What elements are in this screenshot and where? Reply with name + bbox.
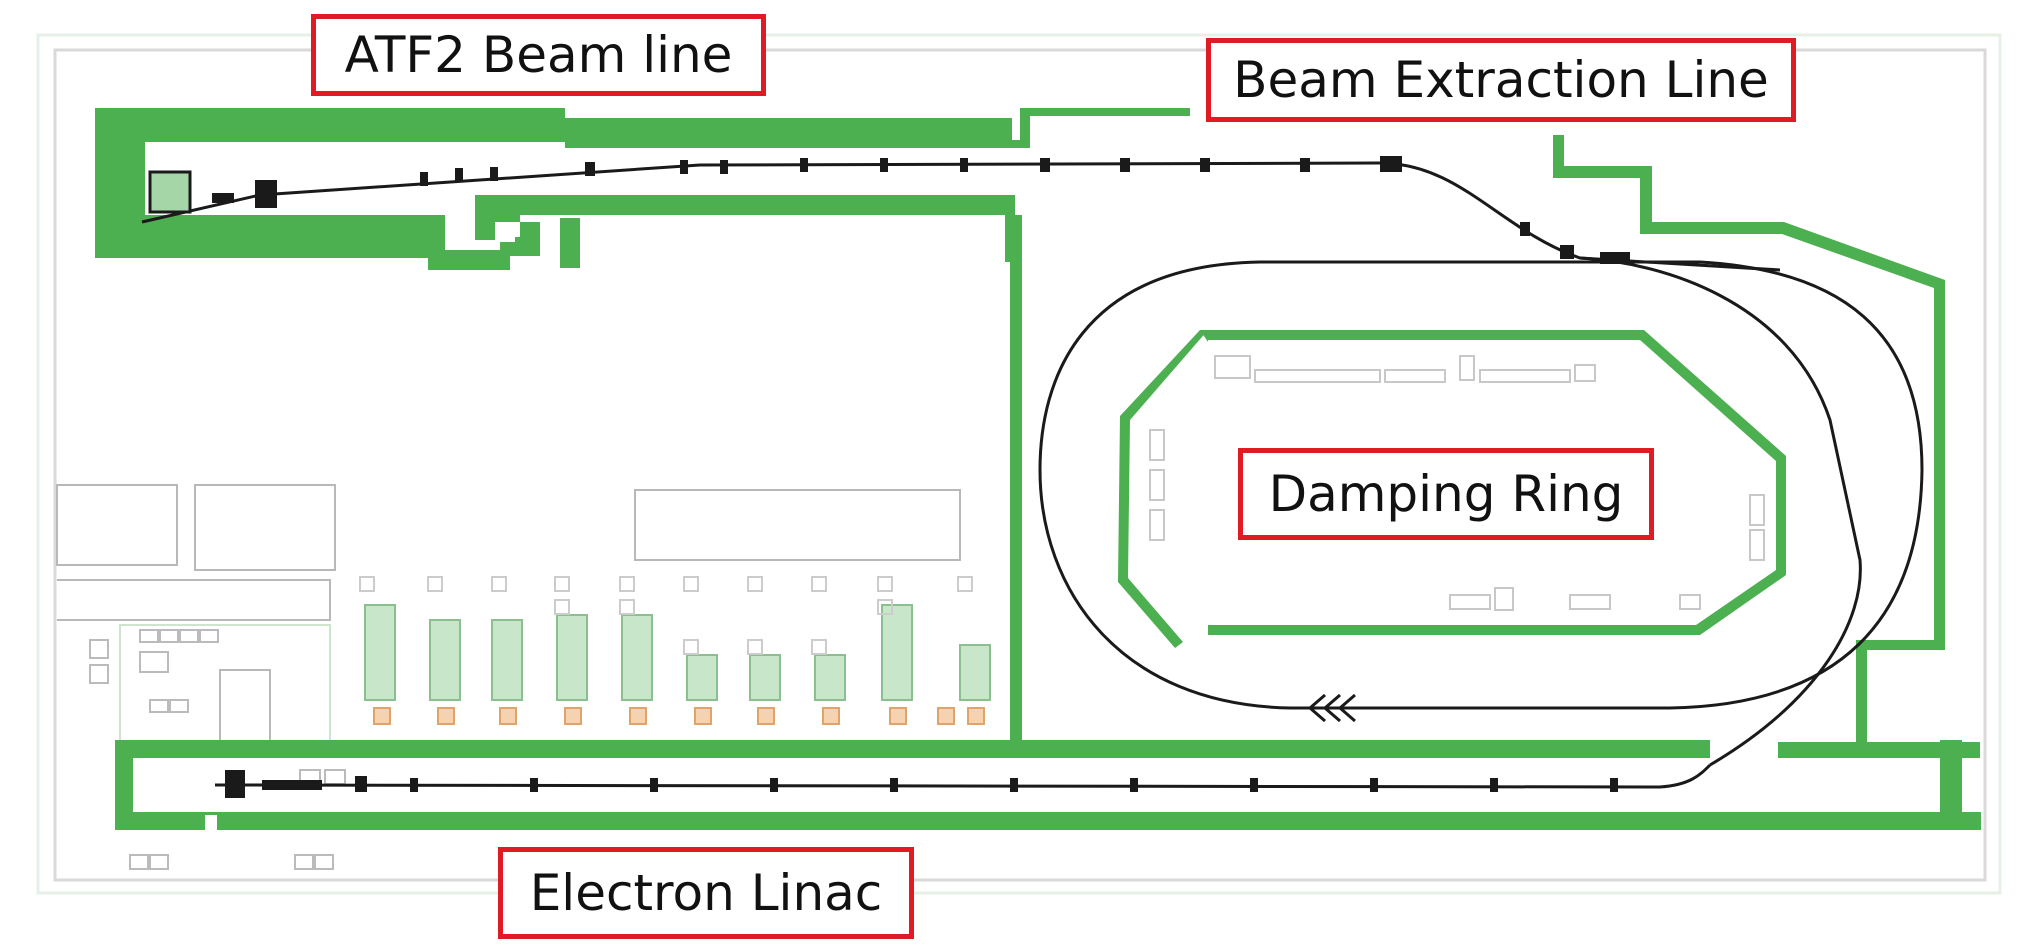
label-beam-extraction-line: Beam Extraction Line	[1206, 38, 1796, 122]
shield-walls	[95, 108, 1981, 835]
klystron-row	[359, 576, 991, 725]
label-atf2-beam-line: ATF2 Beam line	[311, 14, 766, 96]
beamline-components	[148, 156, 1630, 798]
label-damping-ring: Damping Ring	[1238, 448, 1654, 540]
extraction-beamline-path	[1579, 256, 1862, 767]
linac-beamline-path	[214, 763, 1712, 789]
damping-ring-path	[1038, 260, 1924, 710]
building-outline	[36, 33, 2002, 895]
floorplan-rooms	[56, 484, 961, 746]
equipment-blocks	[89, 629, 346, 870]
label-electron-linac: Electron Linac	[498, 847, 914, 939]
ring-equipment	[1149, 355, 1765, 611]
